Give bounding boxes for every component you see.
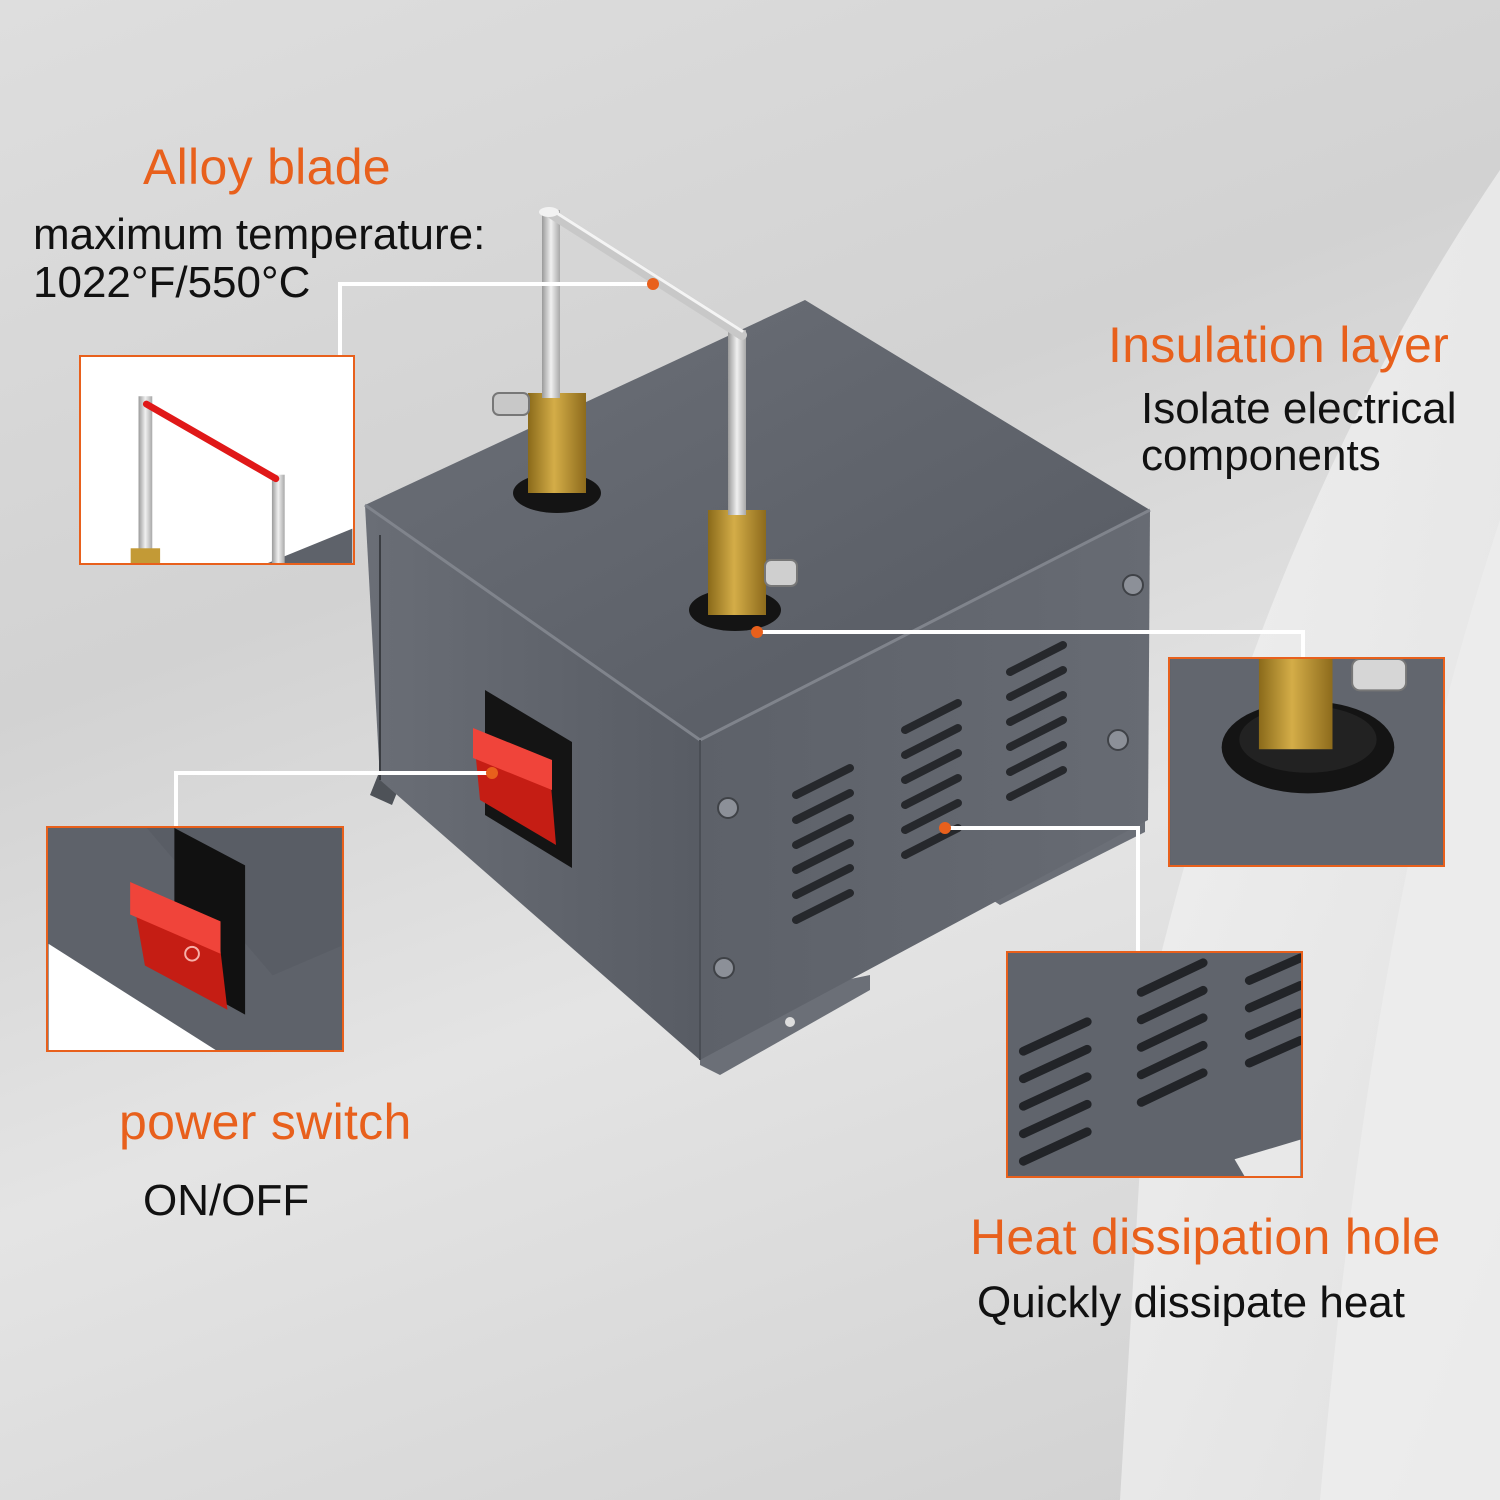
insulation-inset-image xyxy=(1168,657,1445,867)
blade-title: Alloy blade xyxy=(143,139,391,195)
insulation-desc-line1: Isolate electrical xyxy=(1141,384,1457,433)
vent-desc: Quickly dissipate heat xyxy=(977,1278,1405,1327)
vent-title: Heat dissipation hole xyxy=(970,1209,1441,1265)
switch-inset-image xyxy=(46,826,344,1052)
switch-title: power switch xyxy=(119,1094,412,1150)
insulation-title: Insulation layer xyxy=(1108,317,1450,373)
blade-desc-line1: maximum temperature: xyxy=(33,210,486,259)
insulation-desc-line2: components xyxy=(1141,431,1381,480)
switch-desc: ON/OFF xyxy=(143,1176,310,1225)
blade-inset-image xyxy=(79,355,355,565)
blade-desc-line2: 1022°F/550°C xyxy=(33,258,311,307)
vent-inset-image xyxy=(1006,951,1303,1178)
